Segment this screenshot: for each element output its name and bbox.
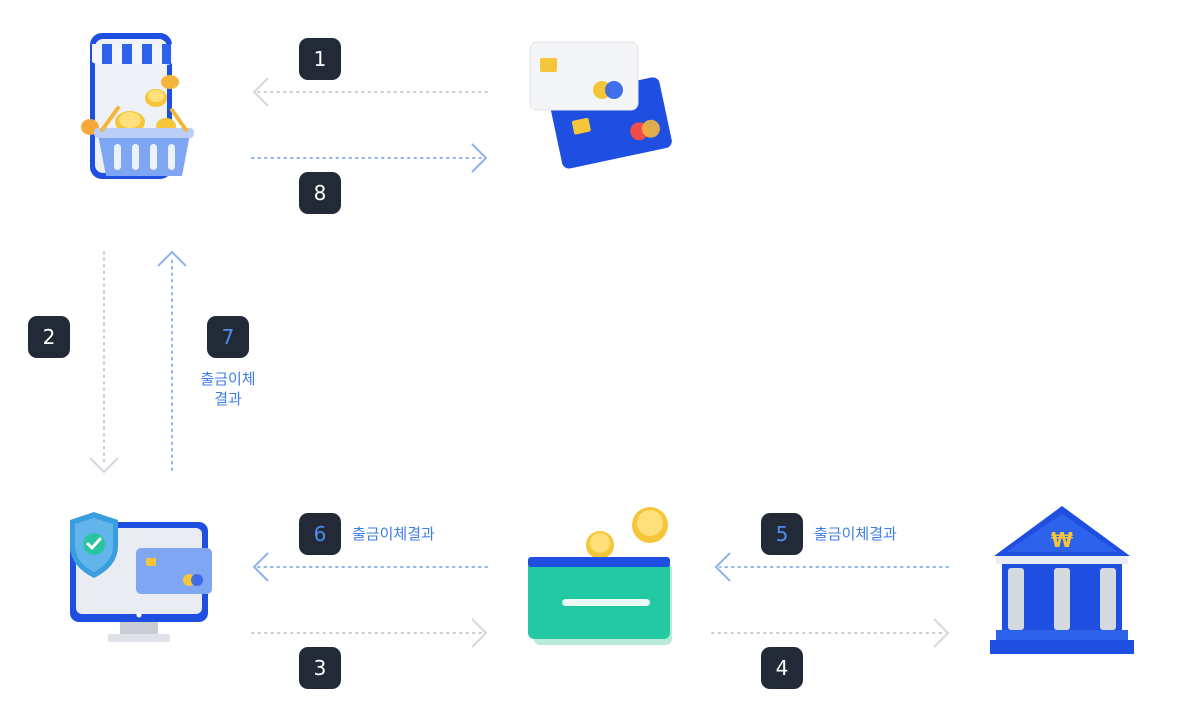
step-6-label: 출금이체결과 <box>352 525 435 543</box>
step-7-label-line-2: 결과 <box>214 390 242 408</box>
step-6-badge: 6 <box>299 513 341 555</box>
step-7-label-line-1: 출금이체 <box>200 370 256 388</box>
step-5-badge: 5 <box>761 513 803 555</box>
arrow-step-6 <box>252 552 488 582</box>
shop-node <box>78 30 202 186</box>
bank-node: ₩ <box>986 502 1138 662</box>
step-5-label: 출금이체결과 <box>814 525 897 543</box>
arrow-step-5 <box>714 552 949 582</box>
arrow-step-2 <box>89 251 119 474</box>
terminal-node <box>62 508 214 652</box>
bank-won-icon: ₩ <box>990 506 1134 654</box>
step-4-badge: 4 <box>761 647 803 689</box>
wallet-node <box>522 505 678 653</box>
svg-text:₩: ₩ <box>1051 528 1073 552</box>
secure-monitor-card-icon <box>70 512 212 642</box>
step-1-badge: 1 <box>299 38 341 80</box>
arrow-step-1 <box>252 77 488 107</box>
step-7-badge: 7 <box>207 316 249 358</box>
cards-node <box>526 38 678 178</box>
arrow-step-7 <box>157 250 187 471</box>
step-2-badge: 2 <box>28 316 70 358</box>
step-3-badge: 3 <box>299 647 341 689</box>
arrow-step-3 <box>251 618 488 648</box>
shop-basket-phone-icon <box>81 33 194 179</box>
arrow-step-8 <box>251 143 488 173</box>
step-7-label: 출금이체 결과 <box>186 369 270 409</box>
arrow-step-4 <box>711 618 950 648</box>
step-8-badge: 8 <box>299 172 341 214</box>
wallet-coins-icon <box>528 507 672 645</box>
credit-cards-icon <box>529 41 672 169</box>
